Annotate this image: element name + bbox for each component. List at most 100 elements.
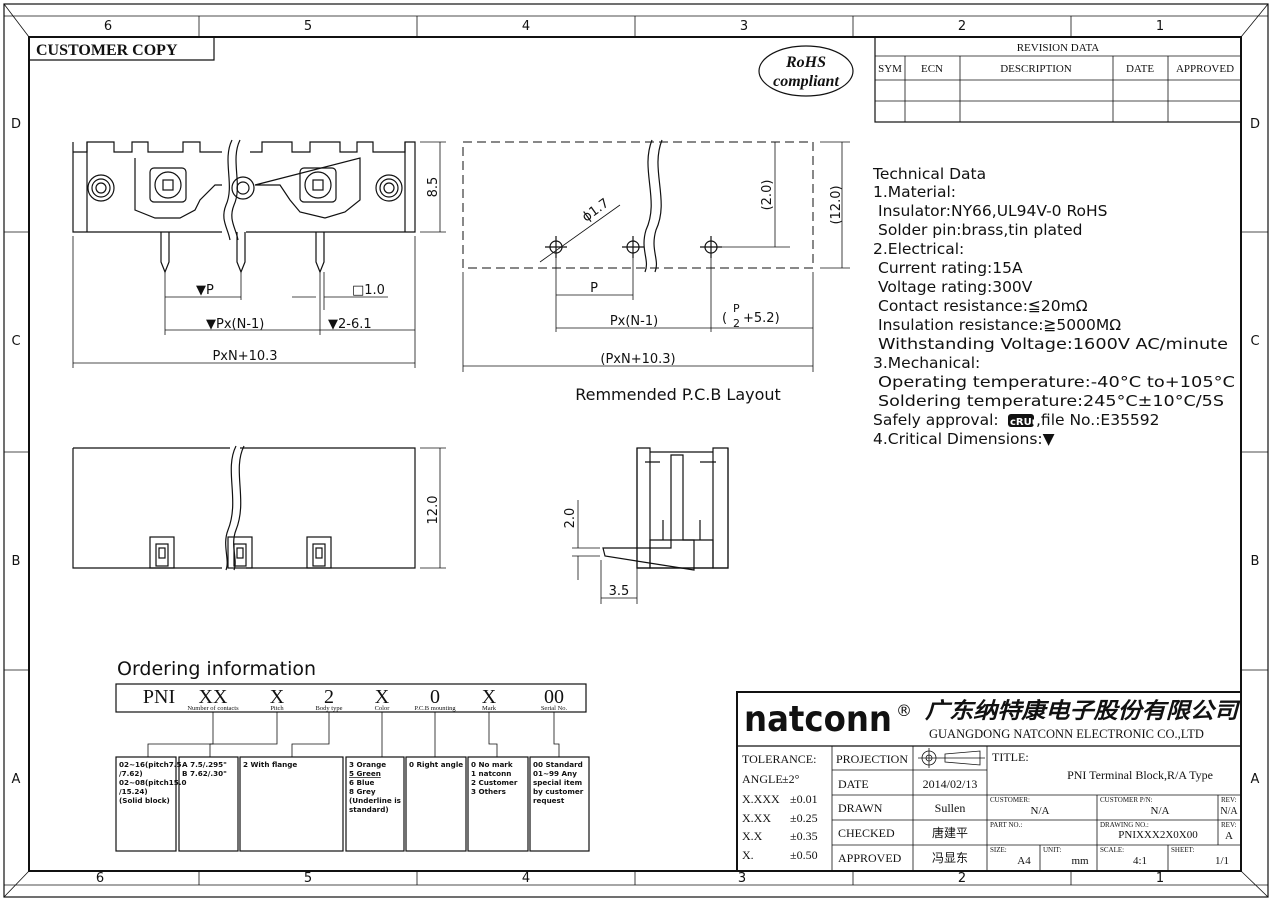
brand-logo: natconn [744,699,892,740]
side-dim-height: 12.0 [426,496,441,525]
col-label-3: 3 [740,19,748,34]
tech-line-1: 1.Material: [873,183,956,201]
order-label-pitch: Pitch [270,705,284,712]
tech-heading: Technical Data [872,165,986,183]
row-label-a-right: A [1251,772,1260,787]
rohs-line1: RoHS [785,54,826,71]
tech-line-10: 3.Mechanical: [873,354,980,372]
order-box5-l1: 0 Right angle [409,760,463,769]
technical-data: Technical Data 1.Material: Insulator:NY6… [872,165,1235,448]
scale-value: 4:1 [1133,855,1147,867]
pcb-dim-12: (12.0) [829,185,844,224]
order-code-prefix: PNI [143,686,175,708]
pcb-layout-caption: Remmended P.C.B Layout [575,385,781,404]
revision-col-description: DESCRIPTION [1000,63,1072,75]
col-label-2: 2 [958,19,966,34]
order-box3-l1: 2 With flange [243,760,297,769]
order-label-body: Body type [316,705,343,712]
drawn-value: Sullen [935,801,966,815]
col-label-5-bottom: 5 [304,871,312,886]
tech-line-5: Current rating:15A [878,259,1023,277]
tolerance-angle-val: ±2° [782,772,800,786]
tech-safety-suffix: ,file No.:E35592 [1036,411,1160,429]
tech-safety-prefix: Safely approval: [873,411,999,429]
row-label-b: B [12,554,21,569]
date-label: DATE [838,777,869,791]
checked-label: CHECKED [838,826,895,840]
rev-label-1: REV: [1221,796,1236,804]
front-dim-pitch-n: ▼Px(N-1) [206,317,264,332]
order-label-mounting: P.C.B mounting [414,705,456,712]
tech-critical: 4.Critical Dimensions:▼ [873,430,1055,448]
row-label-a: A [12,772,21,787]
drawing-no-label: DRAWING NO.: [1100,821,1149,829]
pcb-layout-view: ϕ1.7 (2.0) (12.0) P Px(N-1) ( P 2 +5.2) … [462,139,850,404]
order-code-color: X [375,686,390,708]
customer-label: CUSTOMER: [990,796,1030,804]
row-label-c: C [11,334,20,349]
brand-registered-mark: ® [896,701,912,720]
customer-pn-value: N/A [1151,805,1170,817]
pcb-dim-pn: Px(N-1) [610,314,658,329]
col-label-4-bottom: 4 [522,871,530,886]
tech-line-4: 2.Electrical: [873,240,964,258]
pcb-dim-total: (PxN+10.3) [600,352,675,367]
order-box4-l6: standard) [349,805,389,814]
tech-line-6: Voltage rating:300V [878,278,1033,296]
order-box1-l1: 02~16(pitch7.5 [119,760,181,769]
title-block: natconn ® 广东纳特康电子股份有限公司 GUANGDONG NATCON… [736,691,1242,872]
customer-pn-label: CUSTOMER P/N: [1100,796,1153,804]
pcb-dim-half-suffix: +5.2) [743,311,780,326]
tolerance-xx-val: ±0.35 [790,829,818,843]
rohs-badge: RoHS compliant [758,45,854,97]
customer-copy-label: CUSTOMER COPY [36,42,178,59]
tolerance-xxxx-key: X.XXX [742,792,780,806]
customer-value: N/A [1031,805,1050,817]
order-box7-l4: by customer [533,787,584,796]
rev-label-2: REV: [1221,821,1236,829]
rohs-line2: compliant [773,73,839,90]
front-dim-height: 8.5 [426,177,441,198]
order-box4-l2: 5 Green [349,769,381,778]
drawing-no-value: PNIXXX2X0X00 [1118,829,1198,841]
order-box6-l2: 1 natconn [471,769,511,778]
col-label-2-bottom: 2 [958,871,966,886]
row-label-d-right: D [1250,117,1260,132]
side-view: 12.0 [72,445,446,571]
col-label-4: 4 [522,19,530,34]
rev-value-2: A [1225,830,1233,842]
col-label-1-bottom: 1 [1156,871,1164,886]
pcb-dim-2: (2.0) [760,180,775,211]
title-value: PNI Terminal Block,R/A Type [1067,768,1213,782]
order-code-mark: X [482,686,497,708]
ul-mark-icon: cRUus [1008,414,1045,428]
tolerance-angle-key: ANGLE [742,772,783,786]
front-dim-pin: □1.0 [352,283,385,298]
col-label-3-bottom: 3 [738,871,746,886]
order-code-serial: 00 [544,686,564,708]
tolerance-xxx-key: X.XX [742,811,771,825]
rev-value-1: N/A [1220,806,1238,817]
tech-line-2: Insulator:NY66,UL94V-0 RoHS [878,202,1108,220]
tolerance-x-key: X. [742,848,754,862]
order-box7-l5: request [533,796,565,805]
tech-line-12: Soldering temperature:245°C±10°C/5S [878,392,1224,410]
order-box1-l4: /15.24) [119,787,148,796]
sheet-frame: 6 5 4 3 2 1 6 5 4 3 2 1 D C B A D C B A … [3,3,1269,898]
front-dim-pitch: ▼P [196,283,214,298]
pcb-dim-half-num: P [733,302,740,315]
order-box7-l3: special item [533,778,582,787]
drawn-label: DRAWN [838,801,883,815]
order-box2-l1: A 7.5/.295" [182,760,227,769]
order-box1-l2: /7.62) [119,769,143,778]
svg-text:cRUus: cRUus [1010,417,1045,428]
tolerance-xxxx-val: ±0.01 [790,792,818,806]
section-view: 2.0 3.5 [563,447,729,604]
ordering-information: Ordering information PNI XX X 2 X 0 X 00… [115,658,590,852]
section-dim-2: 2.0 [563,508,578,529]
unit-value: mm [1071,855,1089,867]
company-name-cn: 广东纳特康电子股份有限公司 [925,698,1241,723]
order-box7-l2: 01~99 Any [533,769,577,778]
tech-line-9: Withstanding Voltage:1600V AC/minute [878,335,1228,353]
